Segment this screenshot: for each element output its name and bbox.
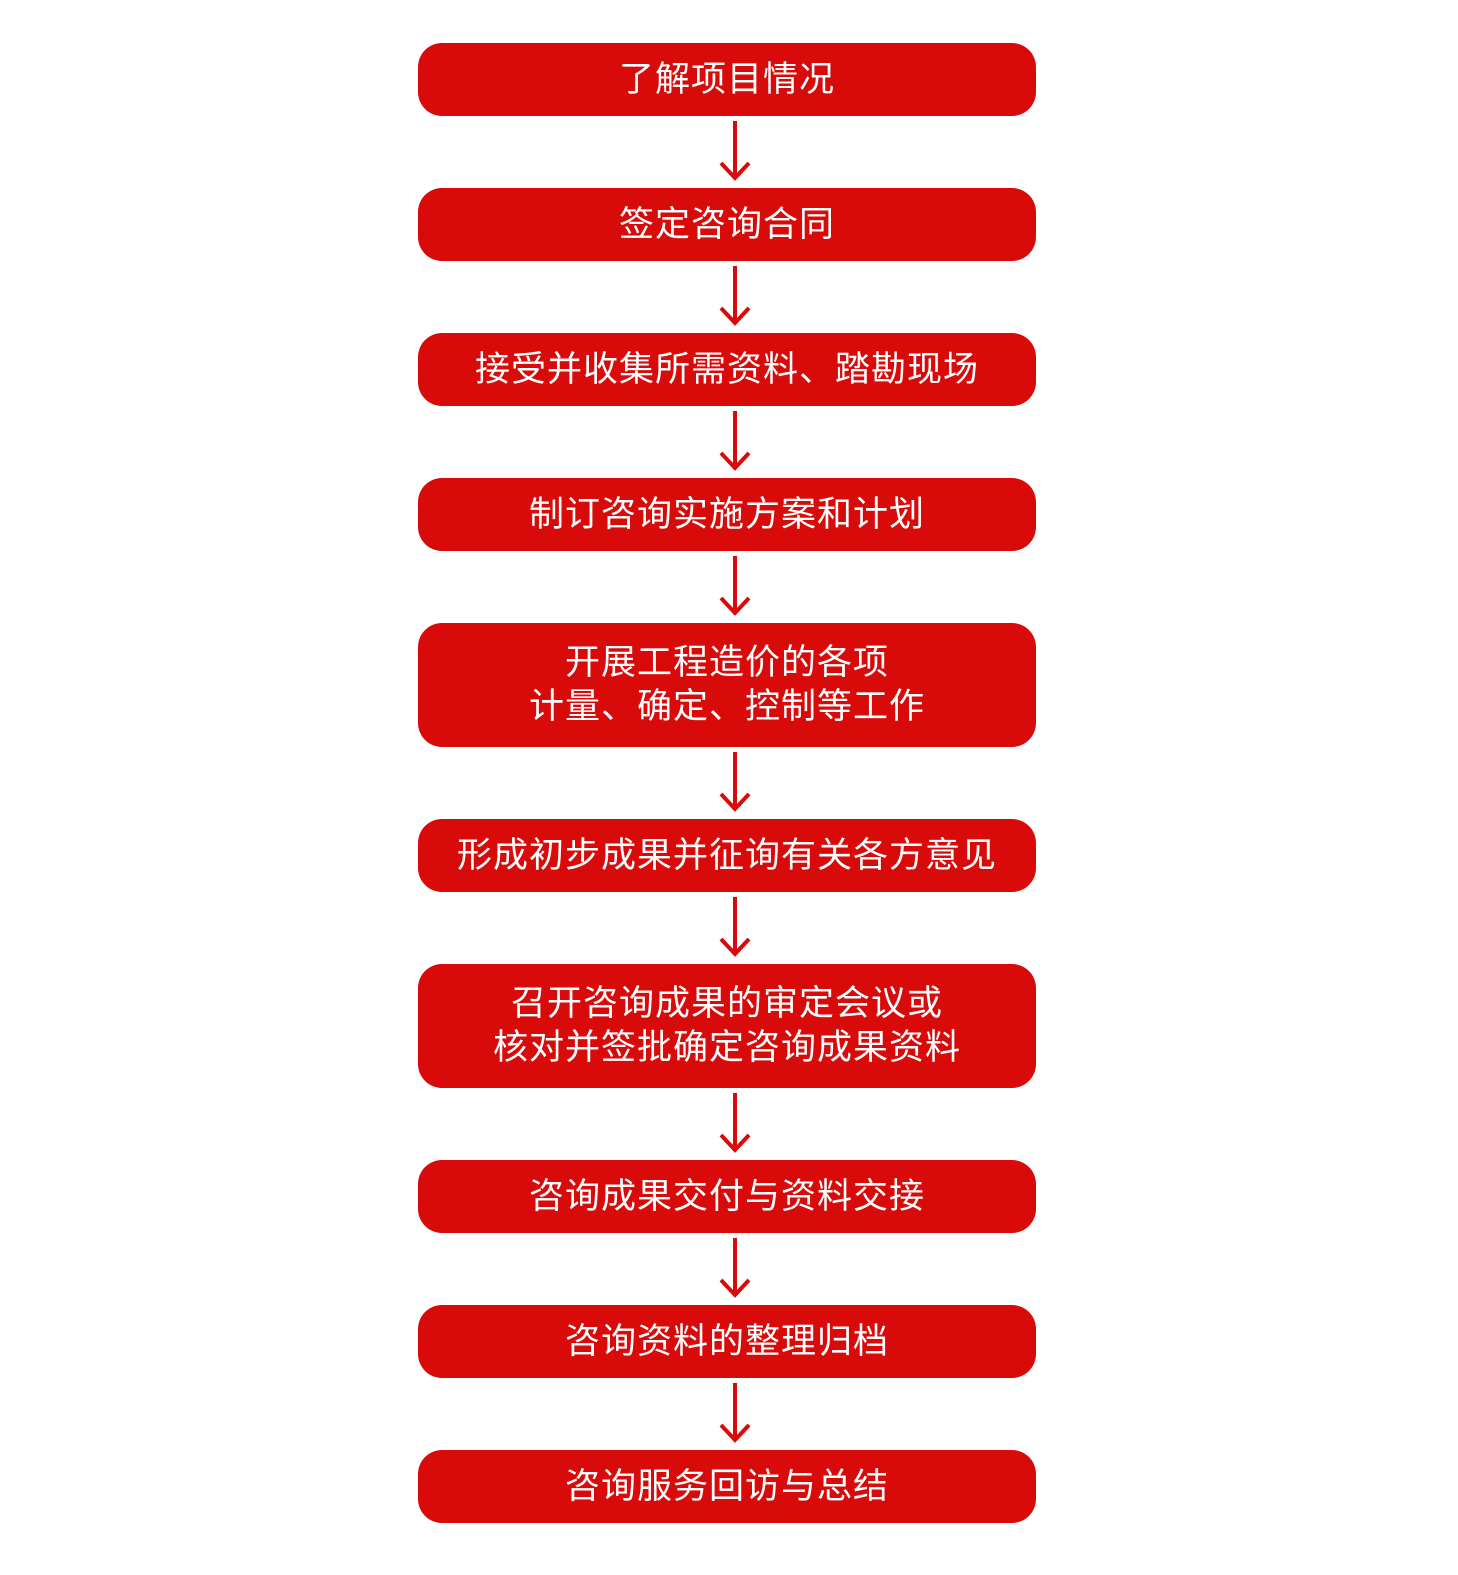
step-label: 签定咨询合同: [618, 204, 835, 245]
down-arrow-icon: [719, 1238, 751, 1298]
step-label: 了解项目情况: [618, 59, 835, 100]
step-label: 咨询成果交付与资料交接: [528, 1176, 925, 1217]
step-label: 咨询资料的整理归档: [564, 1321, 889, 1362]
down-arrow-icon: [719, 1383, 751, 1443]
step-box: 接受并收集所需资料、踏勘现场: [418, 333, 1036, 406]
down-arrow-icon: [719, 121, 751, 181]
step-box: 召开咨询成果的审定会议或 核对并签批确定咨询成果资料: [418, 964, 1036, 1088]
step-box: 咨询资料的整理归档: [418, 1305, 1036, 1378]
step-label: 接受并收集所需资料、踏勘现场: [474, 349, 979, 390]
step-label: 制订咨询实施方案和计划: [528, 494, 925, 535]
step-box: 咨询服务回访与总结: [418, 1450, 1036, 1523]
step-box: 咨询成果交付与资料交接: [418, 1160, 1036, 1233]
down-arrow-icon: [719, 1093, 751, 1153]
down-arrow-icon: [719, 556, 751, 616]
step-label: 开展工程造价的各项 计量、确定、控制等工作: [528, 643, 925, 727]
step-label: 咨询服务回访与总结: [564, 1466, 889, 1507]
down-arrow-icon: [719, 266, 751, 326]
down-arrow-icon: [719, 897, 751, 957]
step-box: 签定咨询合同: [418, 188, 1036, 261]
step-label: 召开咨询成果的审定会议或 核对并签批确定咨询成果资料: [492, 984, 961, 1068]
step-box: 了解项目情况: [418, 43, 1036, 116]
step-box: 开展工程造价的各项 计量、确定、控制等工作: [418, 623, 1036, 747]
step-label: 形成初步成果并征询有关各方意见: [456, 835, 997, 876]
step-box: 形成初步成果并征询有关各方意见: [418, 819, 1036, 892]
down-arrow-icon: [719, 752, 751, 812]
step-box: 制订咨询实施方案和计划: [418, 478, 1036, 551]
down-arrow-icon: [719, 411, 751, 471]
